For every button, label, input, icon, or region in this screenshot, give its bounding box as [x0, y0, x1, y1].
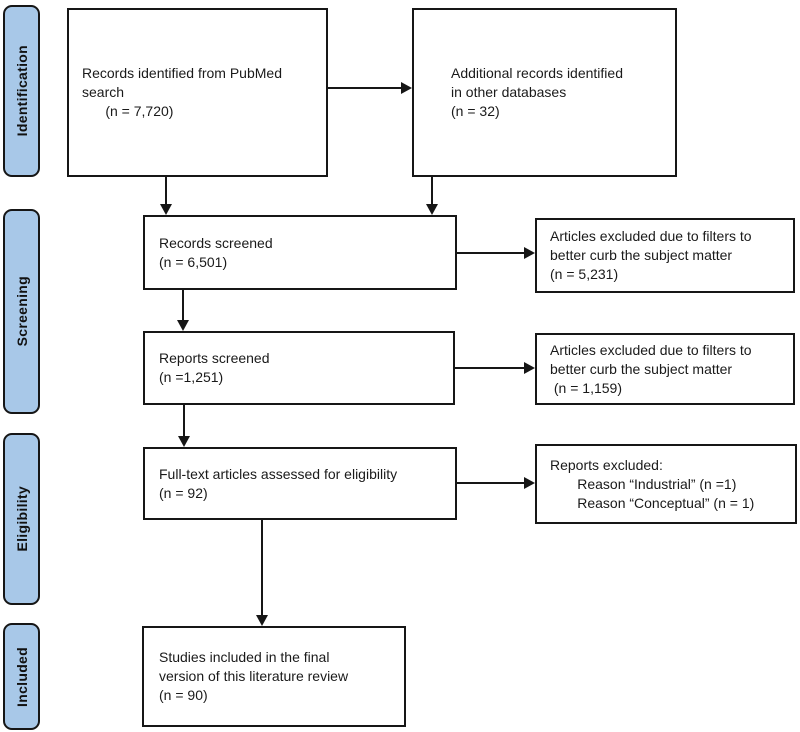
- box-articles-excluded-filters-1: Articles excluded due to filters to bett…: [535, 218, 795, 293]
- box-records-identified-pubmed: Records identified from PubMed search (n…: [67, 8, 328, 177]
- box-text-line: (n = 90): [159, 687, 208, 703]
- box-text-line: in other databases: [451, 84, 567, 100]
- stage-label-included: Included: [13, 646, 30, 707]
- box-text-line: Reports excluded:: [550, 456, 663, 473]
- box-text-line: Records identified from PubMed: [82, 65, 282, 81]
- box-text-line: Reports screened: [159, 350, 270, 366]
- box-text-line: (n = 1,159): [550, 379, 622, 396]
- box-text-line: version of this literature review: [159, 668, 349, 684]
- box-reports-excluded: Reports excluded: Reason “Industrial” (n…: [535, 444, 797, 524]
- stage-tab-included: Included: [3, 623, 40, 730]
- box-additional-records: Additional records identified in other d…: [412, 8, 677, 177]
- box-text-line: (n = 7,720): [82, 103, 174, 119]
- box-text-line: Reason “Conceptual” (n = 1): [550, 494, 755, 511]
- box-records-screened: Records screened (n = 6,501): [143, 215, 457, 290]
- box-text-line: Additional records identified: [451, 65, 623, 81]
- box-text-line: better curb the subject matter: [550, 360, 733, 377]
- box-text-line: better curb the subject matter: [550, 247, 733, 263]
- box-articles-excluded-filters-2: Articles excluded due to filters to bett…: [535, 333, 795, 405]
- box-text-line: Records screened: [159, 234, 273, 251]
- box-text-line: Articles excluded due to filters to: [550, 341, 752, 358]
- stage-label-screening: Screening: [13, 276, 30, 347]
- stage-tab-identification: Identification: [3, 5, 40, 177]
- box-text-line: (n = 32): [451, 103, 500, 119]
- stage-label-identification: Identification: [13, 45, 30, 137]
- box-text-line: search: [82, 84, 125, 100]
- box-studies-included: Studies included in the final version of…: [142, 626, 406, 727]
- stage-tab-eligibility: Eligibility: [3, 433, 40, 605]
- box-text-line: Studies included in the final: [159, 649, 330, 665]
- box-text-line: (n = 6,501): [159, 253, 228, 270]
- box-text-line: (n = 92): [159, 484, 208, 501]
- box-fulltext-assessed: Full-text articles assessed for eligibil…: [143, 447, 457, 520]
- box-text-line: (n =1,251): [159, 369, 224, 385]
- box-text-line: (n = 5,231): [550, 266, 619, 282]
- box-text-line: Articles excluded due to filters to: [550, 228, 752, 244]
- box-reports-screened: Reports screened (n =1,251): [143, 331, 455, 405]
- box-text-line: Reason “Industrial” (n =1): [550, 475, 737, 492]
- stage-label-eligibility: Eligibility: [13, 486, 30, 552]
- box-text-line: Full-text articles assessed for eligibil…: [159, 465, 398, 482]
- stage-tab-screening: Screening: [3, 209, 40, 414]
